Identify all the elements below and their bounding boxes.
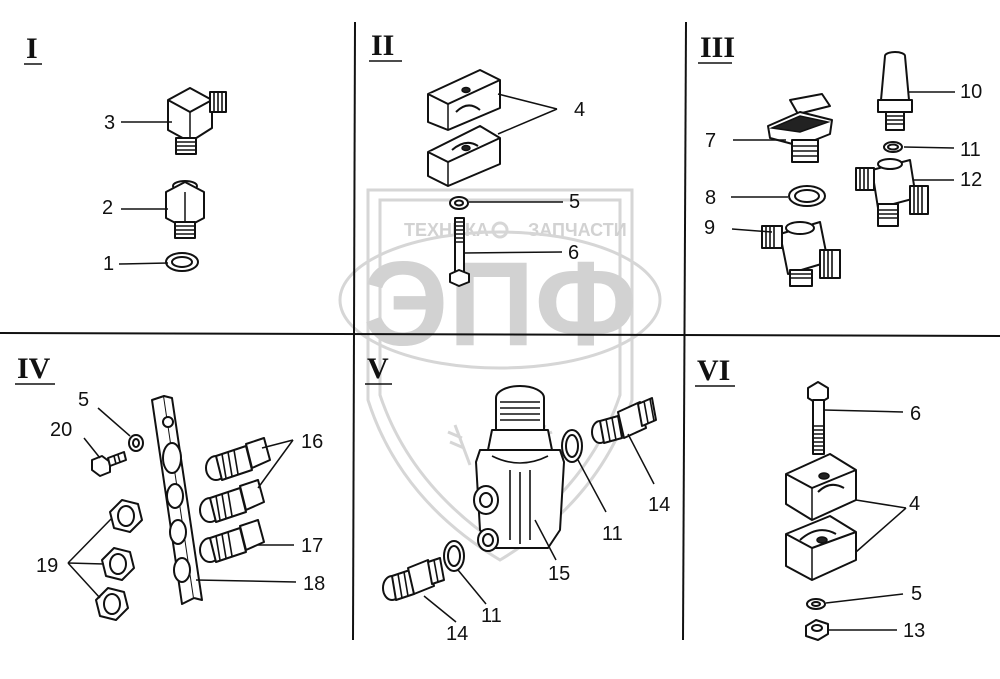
clamp-lower-half-vi bbox=[785, 515, 857, 581]
callout-14-v-leader-a bbox=[627, 433, 655, 485]
callout-20: 20 bbox=[50, 419, 72, 441]
callout-11-v-a: 11 bbox=[602, 523, 623, 545]
callout-5-vi-leader bbox=[825, 593, 904, 604]
tee-fitting bbox=[855, 158, 929, 227]
callout-5-vi: 5 bbox=[911, 583, 922, 605]
callout-9: 9 bbox=[704, 217, 715, 239]
callout-15: 15 bbox=[548, 563, 570, 585]
callout-4-vi-leader-b bbox=[855, 507, 907, 553]
watermark-logo: ЭПФ bbox=[363, 237, 637, 371]
section-label-4: IV bbox=[17, 352, 51, 385]
watermark-ellipse bbox=[338, 230, 662, 370]
section-1: 3 2 1 bbox=[102, 87, 227, 275]
callout-19-leader-a bbox=[67, 517, 113, 564]
callout-14-v-a: 14 bbox=[648, 494, 670, 516]
fitting-lower bbox=[199, 519, 265, 563]
callout-19-leader-c bbox=[67, 562, 101, 599]
fitting-upper bbox=[205, 437, 271, 481]
callout-11-v-b: 11 bbox=[481, 605, 502, 627]
callout-7: 7 bbox=[705, 130, 716, 152]
section-2: 4 5 6 bbox=[427, 69, 585, 287]
callout-4-vi: 4 bbox=[909, 493, 920, 515]
mounting-plate bbox=[151, 395, 203, 605]
callout-14-v-b: 14 bbox=[446, 623, 468, 645]
callout-15-leader bbox=[534, 519, 557, 561]
nut-middle bbox=[101, 547, 135, 581]
elbow-fitting bbox=[167, 87, 227, 155]
callout-4: 4 bbox=[574, 99, 585, 121]
callout-14-v-leader-b bbox=[423, 595, 457, 623]
callout-3: 3 bbox=[104, 112, 115, 134]
section-6: 6 4 5 13 bbox=[785, 381, 925, 642]
section-3: 10 7 11 12 bbox=[704, 51, 982, 287]
callout-18-leader bbox=[195, 579, 297, 583]
callout-16-leader-a bbox=[261, 439, 294, 449]
vertical-divider-right bbox=[682, 21, 687, 641]
callout-5-iv: 5 bbox=[78, 389, 89, 411]
section-4: 18 16 17 5 bbox=[36, 389, 325, 621]
section-5: 15 11 14 11 14 bbox=[382, 385, 670, 645]
callout-5-iv-leader bbox=[97, 407, 131, 437]
bolt bbox=[449, 217, 470, 287]
callout-18: 18 bbox=[303, 573, 325, 595]
horizontal-divider bbox=[0, 332, 1000, 337]
callout-20-leader bbox=[83, 437, 101, 459]
callout-19-leader-b bbox=[67, 562, 105, 565]
callout-13: 13 bbox=[903, 620, 925, 642]
nut-vi bbox=[805, 619, 829, 641]
section-label-3: III bbox=[700, 31, 735, 64]
callout-1: 1 bbox=[103, 253, 114, 275]
fitting-middle bbox=[199, 479, 265, 523]
sealing-washer-hole bbox=[171, 256, 193, 268]
callout-16: 16 bbox=[301, 431, 323, 453]
callout-12: 12 bbox=[960, 169, 982, 191]
callout-2: 2 bbox=[102, 197, 113, 219]
callout-6-vi-leader bbox=[823, 409, 904, 413]
section-label-1: I bbox=[26, 32, 38, 65]
callout-16-leader-b bbox=[257, 439, 294, 489]
section-numerals: I II III IV V VI bbox=[15, 29, 735, 387]
clamp-lower-half bbox=[427, 125, 501, 187]
callout-6-vi: 6 bbox=[910, 403, 921, 425]
clamp-upper-half-vi bbox=[785, 453, 857, 521]
drain-valve bbox=[767, 93, 833, 163]
callout-1-leader bbox=[118, 262, 169, 265]
bolt-iv bbox=[91, 451, 127, 477]
callout-4-leader-b bbox=[497, 108, 558, 135]
watermark-brand-left: ТЕХНИКА bbox=[404, 220, 489, 240]
grid-dividers bbox=[0, 21, 1000, 641]
callout-19: 19 bbox=[36, 555, 58, 577]
bolt-vi bbox=[807, 381, 829, 455]
section-label-2: II bbox=[371, 29, 394, 62]
section-label-5: V bbox=[367, 352, 389, 385]
section-label-6: VI bbox=[697, 354, 730, 387]
watermark: ТЕХНИКА ЗАПЧАСТИ ЭПФ bbox=[338, 188, 662, 562]
valve-body bbox=[473, 385, 565, 552]
clamp-upper-half bbox=[427, 69, 501, 131]
callout-11-leader-a bbox=[903, 146, 955, 149]
callout-5: 5 bbox=[569, 191, 580, 213]
cross-fitting bbox=[761, 221, 841, 287]
vertical-divider-left bbox=[352, 21, 356, 641]
callout-17: 17 bbox=[301, 535, 323, 557]
callout-9-leader bbox=[731, 228, 773, 233]
callout-6: 6 bbox=[568, 242, 579, 264]
callout-4-leader-a bbox=[497, 93, 558, 110]
callout-8: 8 bbox=[705, 187, 716, 209]
union-fitting-upper bbox=[591, 397, 657, 444]
callout-11-v-leader-a bbox=[577, 459, 607, 513]
straight-adapter bbox=[165, 180, 205, 239]
callout-10: 10 bbox=[960, 81, 982, 103]
nut-lower bbox=[95, 587, 129, 621]
valve-cap bbox=[877, 51, 913, 131]
nut-upper bbox=[109, 499, 143, 533]
union-fitting-lower bbox=[382, 557, 445, 601]
callout-6-leader bbox=[463, 251, 563, 254]
callout-11-a: 11 bbox=[960, 139, 981, 161]
watermark-gear-icon bbox=[491, 221, 509, 239]
callout-11-v-leader-b bbox=[457, 569, 487, 605]
callout-4-vi-leader-a bbox=[855, 499, 907, 509]
